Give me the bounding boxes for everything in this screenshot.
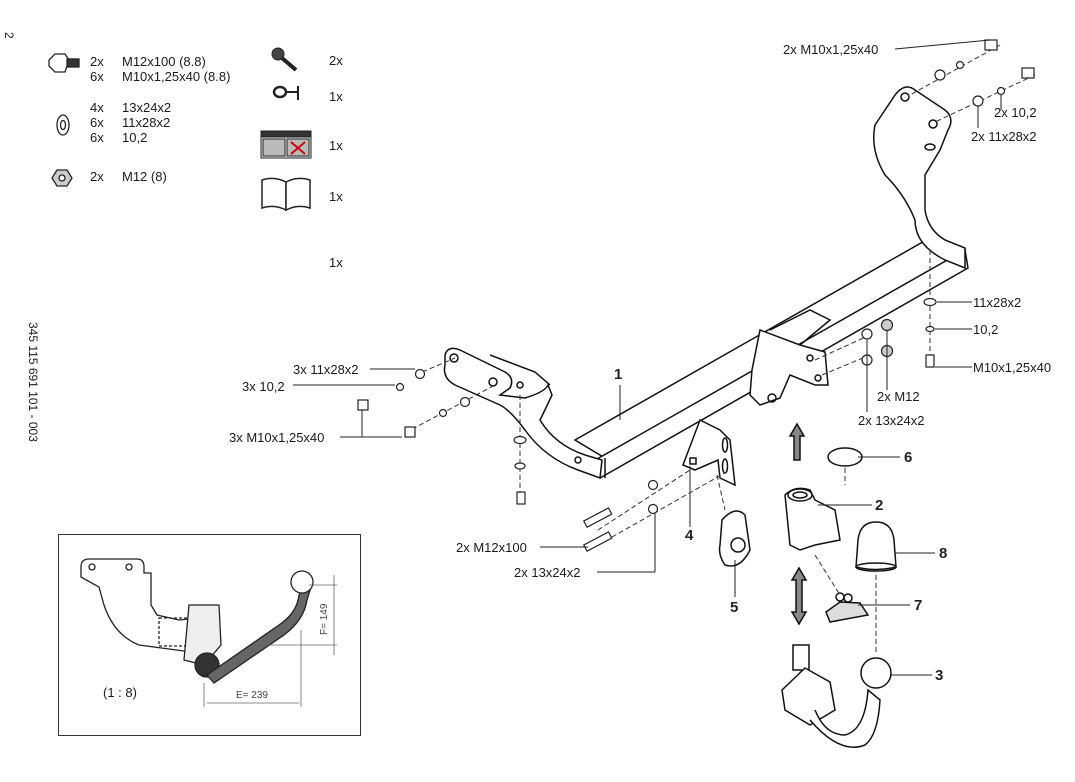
accessory-qty: 2x bbox=[329, 53, 343, 68]
part-number-6: 6 bbox=[904, 449, 913, 466]
top-right-bolts bbox=[984, 39, 1035, 79]
scale-label: (1 : 8) bbox=[103, 685, 137, 700]
part-3-towball-arm bbox=[781, 644, 892, 748]
part-number-3: 3 bbox=[935, 667, 944, 684]
side-view-drawing bbox=[80, 558, 337, 707]
warning-label-icon bbox=[260, 130, 312, 159]
right-washers bbox=[923, 297, 937, 333]
screw-icon bbox=[271, 47, 298, 72]
accessory-qty: 1x bbox=[329, 255, 343, 270]
callout-bottom-washers: 2x 13x24x2 bbox=[514, 565, 581, 580]
up-arrow bbox=[788, 422, 806, 461]
center-nuts bbox=[880, 318, 894, 358]
callout-top-right-bolts: 2x M10x1,25x40 bbox=[783, 42, 879, 57]
part-6-cap bbox=[827, 447, 863, 467]
accessory-qty: 1x bbox=[329, 138, 343, 153]
left-washers bbox=[395, 368, 527, 470]
up-down-arrow bbox=[790, 566, 808, 626]
part-number-1: 1 bbox=[614, 366, 623, 383]
callout-right-bolt: M10x1,25x40 bbox=[973, 360, 1052, 375]
part-5-plate bbox=[718, 510, 751, 567]
right-bracket bbox=[873, 86, 966, 270]
callout-left-washer-large: 3x 11x28x2 bbox=[293, 362, 359, 377]
bottom-bolts bbox=[582, 507, 613, 553]
dimension-e: E= 239 bbox=[236, 690, 268, 701]
nut-icon bbox=[51, 169, 73, 187]
part-number-4: 4 bbox=[685, 527, 694, 544]
center-clamp bbox=[749, 309, 832, 406]
part-number-7: 7 bbox=[914, 597, 923, 614]
callout-left-washer-small: 3x 10,2 bbox=[242, 379, 285, 394]
callout-bottom-bolts: 2x M12x100 bbox=[456, 540, 527, 555]
callout-top-right-washer-small: 2x 10,2 bbox=[994, 105, 1037, 120]
callout-right-washer-large: 11x28x2 bbox=[973, 295, 1022, 310]
parts-icons bbox=[48, 53, 80, 187]
washer-icon bbox=[56, 114, 70, 136]
document-code: 345 115 691 101 - 003 bbox=[26, 322, 40, 442]
part-7-lock bbox=[825, 592, 870, 623]
callout-top-right-washer-large: 2x 11x28x2 bbox=[971, 129, 1037, 144]
part-2-receiver bbox=[784, 487, 841, 551]
callout-left-bolts: 3x M10x1,25x40 bbox=[229, 430, 325, 445]
crossbar bbox=[573, 234, 969, 479]
towing-eye-icon bbox=[272, 85, 299, 100]
manual-book-icon bbox=[261, 177, 311, 212]
part-number-5: 5 bbox=[730, 599, 739, 616]
part-number-8: 8 bbox=[939, 545, 948, 562]
part-8-ball-cover bbox=[855, 521, 897, 572]
callout-center-nuts: 2x M12 bbox=[877, 389, 920, 404]
accessory-qty: 1x bbox=[329, 189, 343, 204]
callout-center-washers: 2x 13x24x2 bbox=[858, 413, 925, 428]
part-4-bracket bbox=[682, 418, 736, 487]
left-bolts bbox=[357, 399, 526, 505]
dimension-inset: (1 : 8) E= 239 F= 149 bbox=[58, 534, 361, 736]
bolt-icon bbox=[48, 53, 80, 73]
bottom-washers bbox=[647, 479, 659, 515]
right-bolt bbox=[925, 354, 935, 368]
center-washers bbox=[861, 328, 873, 366]
left-bracket bbox=[443, 347, 603, 480]
callout-right-washer-small: 10,2 bbox=[973, 322, 999, 337]
accessory-qty: 1x bbox=[329, 89, 343, 104]
top-right-washers bbox=[934, 60, 1006, 107]
dimension-f: F= 149 bbox=[319, 603, 330, 635]
part-number-2: 2 bbox=[875, 497, 884, 514]
accessory-icons bbox=[260, 47, 312, 212]
